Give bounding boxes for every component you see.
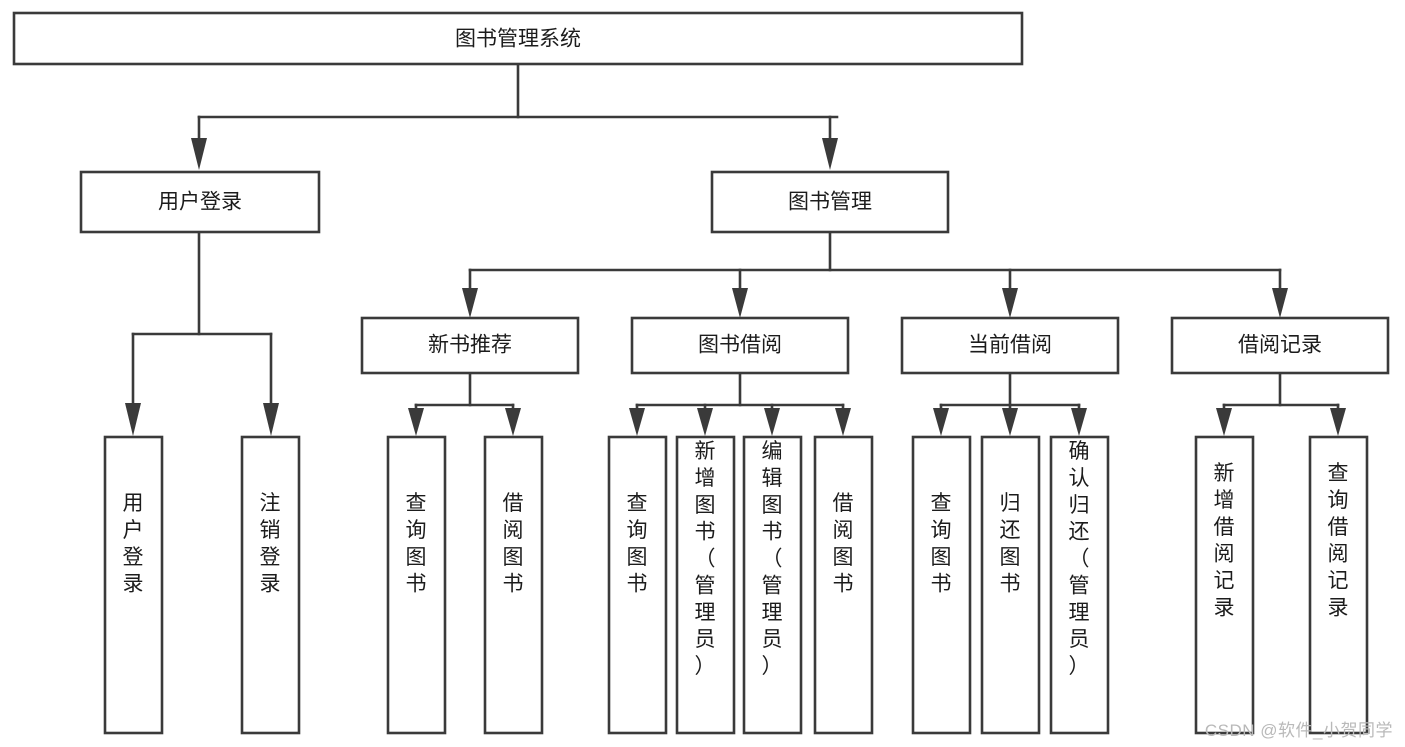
node-box-new-book-recommend[interactable] bbox=[360, 316, 580, 375]
node-label-user-login: 用户登录 bbox=[158, 191, 242, 214]
node-new-book-recommend[interactable]: 新书推荐 bbox=[360, 316, 580, 375]
node-box-leaf-br-query-record[interactable] bbox=[1308, 435, 1369, 735]
arrowhead-bb-leaf4 bbox=[835, 408, 851, 436]
node-root-book-management-system[interactable]: 图书管理系统 bbox=[12, 11, 1024, 66]
node-label-leaf-cb-query-book: 查询图书 bbox=[931, 492, 952, 596]
node-box-leaf-bb-add-book[interactable] bbox=[675, 435, 736, 735]
arrowhead-cb-leaf2 bbox=[1002, 408, 1018, 436]
node-leaf-bb-query-book[interactable]: 查询图书 bbox=[607, 435, 668, 735]
node-label-leaf-user-login: 用户登录 bbox=[123, 492, 144, 596]
node-box-borrow-record[interactable] bbox=[1170, 316, 1390, 375]
node-label-leaf-nbr-query-book: 查询图书 bbox=[406, 492, 427, 596]
connector-group-book-manage bbox=[462, 230, 1288, 318]
node-box-leaf-bb-edit-book[interactable] bbox=[742, 435, 803, 735]
node-book-management[interactable]: 图书管理 bbox=[710, 170, 950, 234]
node-label-leaf-bb-add-book: 新增图书（管理员） bbox=[695, 440, 716, 678]
arrowhead-br-leaf2 bbox=[1330, 408, 1346, 436]
node-box-leaf-bb-borrow-book[interactable] bbox=[813, 435, 874, 735]
arrowhead-bb-leaf3 bbox=[764, 408, 780, 436]
node-label-current-borrow: 当前借阅 bbox=[968, 334, 1052, 357]
node-box-root[interactable] bbox=[12, 11, 1024, 66]
node-label-book-management: 图书管理 bbox=[788, 191, 872, 214]
connector-group-user-login bbox=[125, 230, 279, 436]
node-leaf-user-login[interactable]: 用户登录 bbox=[103, 435, 164, 735]
node-box-leaf-cb-return-book[interactable] bbox=[980, 435, 1041, 735]
node-label-leaf-bb-borrow-book: 借阅图书 bbox=[833, 492, 854, 596]
connector-group-root bbox=[191, 62, 839, 170]
node-current-borrow[interactable]: 当前借阅 bbox=[900, 316, 1120, 375]
arrowhead-cb-leaf3 bbox=[1071, 408, 1087, 436]
arrowhead-cb-leaf1 bbox=[933, 408, 949, 436]
node-box-current-borrow[interactable] bbox=[900, 316, 1120, 375]
node-label-root: 图书管理系统 bbox=[455, 28, 581, 51]
node-label-leaf-cb-confirm-return: 确认归还（管理员） bbox=[1069, 440, 1090, 678]
node-book-borrow[interactable]: 图书借阅 bbox=[630, 316, 850, 375]
node-user-login[interactable]: 用户登录 bbox=[79, 170, 321, 234]
node-label-new-book-recommend: 新书推荐 bbox=[428, 334, 512, 357]
arrowhead-leaf-user-login bbox=[125, 403, 141, 436]
node-box-leaf-br-add-record[interactable] bbox=[1194, 435, 1255, 735]
node-leaf-cb-query-book[interactable]: 查询图书 bbox=[911, 435, 972, 735]
node-label-leaf-br-add-record: 新增借阅记录 bbox=[1214, 462, 1235, 619]
node-borrow-record[interactable]: 借阅记录 bbox=[1170, 316, 1390, 375]
node-leaf-br-add-record[interactable]: 新增借阅记录 bbox=[1194, 435, 1255, 735]
node-box-leaf-logout[interactable] bbox=[240, 435, 301, 735]
node-label-leaf-cb-return-book: 归还图书 bbox=[1000, 492, 1021, 596]
node-leaf-logout[interactable]: 注销登录 bbox=[240, 435, 301, 735]
node-leaf-nbr-query-book[interactable]: 查询图书 bbox=[386, 435, 447, 735]
node-label-borrow-record: 借阅记录 bbox=[1238, 334, 1322, 357]
node-leaf-bb-borrow-book[interactable]: 借阅图书 bbox=[813, 435, 874, 735]
arrowhead-book-manage bbox=[822, 138, 838, 170]
node-label-leaf-bb-query-book: 查询图书 bbox=[627, 492, 648, 596]
arrowhead-br-leaf1 bbox=[1216, 408, 1232, 436]
node-box-book-management[interactable] bbox=[710, 170, 950, 234]
connector-group-new-book-rec bbox=[408, 371, 521, 436]
node-label-leaf-logout: 注销登录 bbox=[260, 492, 281, 596]
node-leaf-nbr-borrow-book[interactable]: 借阅图书 bbox=[483, 435, 544, 735]
node-label-book-borrow: 图书借阅 bbox=[698, 334, 782, 357]
arrowhead-book-borrow bbox=[732, 288, 748, 318]
arrowhead-nbr-leaf2 bbox=[505, 408, 521, 436]
node-box-leaf-nbr-query-book[interactable] bbox=[386, 435, 447, 735]
node-leaf-bb-edit-book[interactable]: 编辑图书（管理员） bbox=[742, 435, 803, 735]
arrowhead-leaf-logout bbox=[263, 403, 279, 436]
node-leaf-bb-add-book[interactable]: 新增图书（管理员） bbox=[675, 435, 736, 735]
arrowhead-bb-leaf2 bbox=[697, 408, 713, 436]
node-label-leaf-br-query-record: 查询借阅记录 bbox=[1328, 462, 1349, 619]
node-box-leaf-bb-query-book[interactable] bbox=[607, 435, 668, 735]
node-label-leaf-bb-edit-book: 编辑图书（管理员） bbox=[762, 440, 783, 678]
node-box-leaf-nbr-borrow-book[interactable] bbox=[483, 435, 544, 735]
arrowhead-nbr-leaf1 bbox=[408, 408, 424, 436]
connector-group-current-borrow bbox=[933, 371, 1087, 436]
node-leaf-cb-confirm-return[interactable]: 确认归还（管理员） bbox=[1049, 435, 1110, 735]
arrowhead-new-book-rec bbox=[462, 288, 478, 318]
node-box-leaf-user-login[interactable] bbox=[103, 435, 164, 735]
arrowhead-current-borrow bbox=[1002, 288, 1018, 318]
node-box-user-login[interactable] bbox=[79, 170, 321, 234]
connector-group-book-borrow bbox=[629, 371, 851, 436]
node-leaf-br-query-record[interactable]: 查询借阅记录 bbox=[1308, 435, 1369, 735]
node-leaf-cb-return-book[interactable]: 归还图书 bbox=[980, 435, 1041, 735]
arrowhead-user-login bbox=[191, 138, 207, 170]
node-box-leaf-cb-query-book[interactable] bbox=[911, 435, 972, 735]
arrowhead-borrow-record bbox=[1272, 288, 1288, 318]
connector-group-borrow-record bbox=[1216, 371, 1346, 436]
node-box-leaf-cb-confirm-return[interactable] bbox=[1049, 435, 1110, 735]
arrowhead-bb-leaf1 bbox=[629, 408, 645, 436]
node-box-book-borrow[interactable] bbox=[630, 316, 850, 375]
node-label-leaf-nbr-borrow-book: 借阅图书 bbox=[503, 492, 524, 596]
